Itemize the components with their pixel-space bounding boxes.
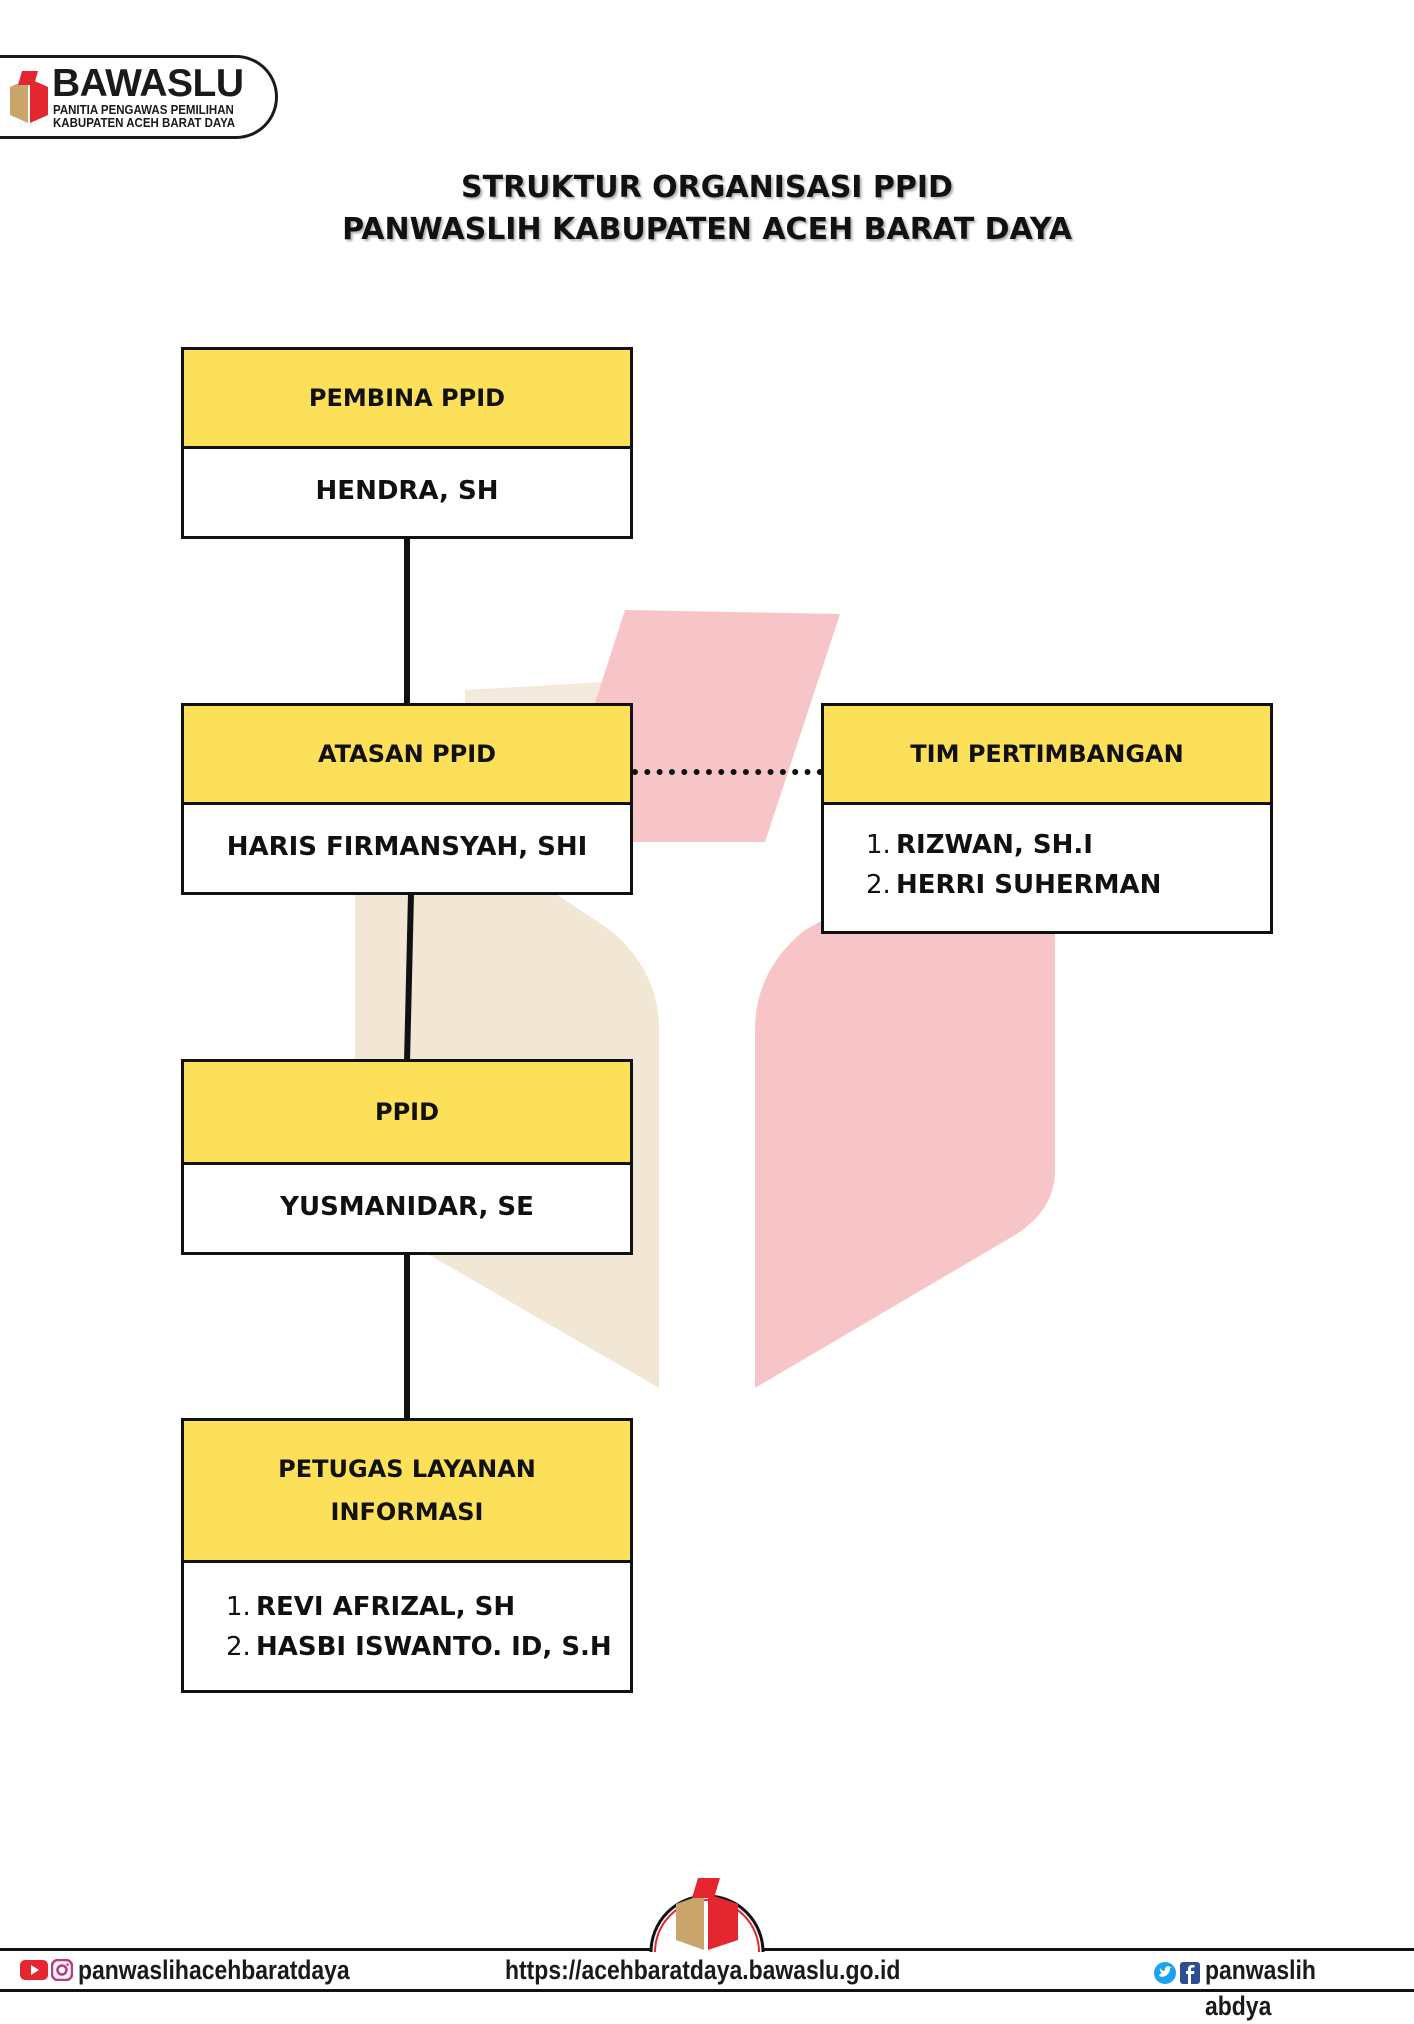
box-pembina-ppid: PEMBINA PPID HENDRA, SH [181,347,633,539]
brand-name: BAWASLU [52,62,244,105]
brand-subtitle-line1: PANITIA PENGAWAS PEMILIHAN [53,103,234,117]
box-head-petugas: PETUGAS LAYANAN INFORMASI [184,1421,630,1563]
list-item: 1.REVI AFRIZAL, SH [226,1587,612,1627]
box-name-ppid: YUSMANIDAR, SE [280,1192,534,1222]
box-head-tim: TIM PERTIMBANGAN [824,706,1270,805]
member-name: HASBI ISWANTO. ID, S.H [256,1632,612,1662]
connector-atasan-ppid [404,894,414,1062]
box-head-pembina: PEMBINA PPID [184,350,630,449]
brand-subtitle-line2: KABUPATEN ACEH BARAT DAYA [53,116,236,130]
instagram-icon[interactable] [51,1959,73,1981]
box-tim-pertimbangan: TIM PERTIMBANGAN 1.RIZWAN, SH.I 2.HERRI … [821,703,1273,934]
footer-social-handle[interactable]: panwaslih abdya [1205,1955,1316,2021]
page-title-line2: PANWASLIH KABUPATEN ACEH BARAT DAYA [342,212,1072,247]
twitter-icon[interactable] [1153,1962,1177,1984]
petugas-member-list: 1.REVI AFRIZAL, SH 2.HASBI ISWANTO. ID, … [226,1587,612,1667]
box-name-atasan: HARIS FIRMANSYAH, SHI [226,832,588,862]
box-head-petugas-line2: INFORMASI [330,1497,484,1526]
bawaslu-logo-icon [10,71,48,123]
connector-ppid-petugas [404,1252,410,1420]
box-head-petugas-line1: PETUGAS LAYANAN [278,1454,536,1483]
footer-bar [0,1948,1414,1992]
tim-member-list: 1.RIZWAN, SH.I 2.HERRI SUHERMAN [866,825,1161,905]
box-atasan-ppid: ATASAN PPID HARIS FIRMANSYAH, SHI [181,703,633,895]
list-item: 2.HERRI SUHERMAN [866,865,1161,905]
member-name: REVI AFRIZAL, SH [256,1592,516,1622]
list-number: 2. [226,1632,251,1662]
list-number: 1. [226,1592,251,1622]
box-head-ppid: PPID [184,1062,630,1165]
list-item: 1.RIZWAN, SH.I [866,825,1161,865]
footer-logo-emblem [649,1878,765,1953]
connector-pembina-atasan [404,536,410,704]
box-ppid: PPID YUSMANIDAR, SE [181,1059,633,1255]
list-number: 2. [866,870,891,900]
list-item: 2.HASBI ISWANTO. ID, S.H [226,1627,612,1667]
box-head-atasan: ATASAN PPID [184,706,630,805]
member-name: RIZWAN, SH.I [896,830,1093,860]
list-number: 1. [866,830,891,860]
youtube-icon[interactable] [20,1960,48,1980]
footer-website-link[interactable]: https://acehbaratdaya.bawaslu.go.id [505,1955,901,1985]
box-name-pembina: HENDRA, SH [315,476,499,506]
facebook-icon[interactable] [1180,1962,1200,1984]
page-title-line1: STRUKTUR ORGANISASI PPID [461,170,953,205]
box-petugas-layanan-informasi: PETUGAS LAYANAN INFORMASI 1.REVI AFRIZAL… [181,1418,633,1693]
member-name: HERRI SUHERMAN [896,870,1162,900]
footer-instagram-handle[interactable]: panwaslihacehbaratdaya [78,1955,350,1985]
connector-dotted-atasan-tim [632,769,823,775]
